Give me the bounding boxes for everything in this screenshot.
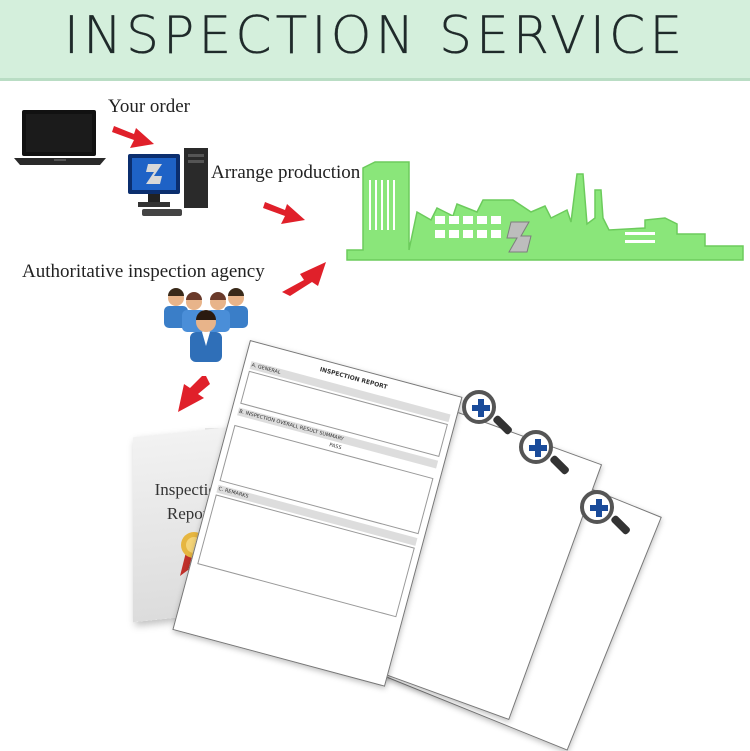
red-arrow-icon — [178, 376, 210, 412]
laptop-icon — [14, 110, 106, 165]
label-arrange-production: Arrange production — [211, 162, 361, 183]
magnifier-plus-icon — [519, 430, 571, 476]
factory-icon — [346, 161, 744, 261]
desktop-computer-icon — [128, 148, 208, 216]
red-arrow-icon — [112, 126, 154, 148]
title-banner: INSPECTION SERVICE — [0, 0, 750, 81]
magnifier-plus-icon — [462, 390, 514, 436]
label-inspection-agency: Authoritative inspection agency — [22, 261, 265, 282]
red-arrow-icon — [282, 262, 326, 296]
red-arrow-icon — [263, 202, 305, 224]
inspector-team-icon — [164, 288, 248, 362]
label-your-order: Your order — [108, 96, 190, 117]
banner-title: INSPECTION SERVICE — [63, 6, 687, 66]
magnifier-plus-icon — [580, 490, 632, 536]
